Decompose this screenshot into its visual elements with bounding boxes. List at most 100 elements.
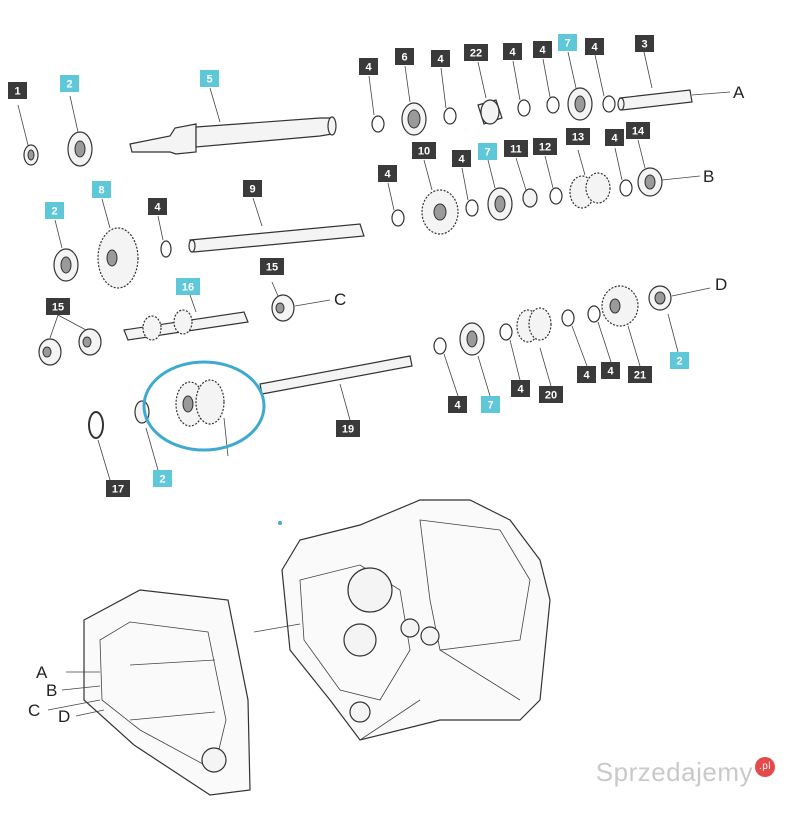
part-17-circlip xyxy=(88,411,111,481)
svg-text:7: 7 xyxy=(564,38,570,50)
svg-text:4: 4 xyxy=(607,366,614,378)
svg-text:20: 20 xyxy=(545,390,557,402)
ref-letter-d-housing: D xyxy=(58,707,70,726)
svg-text:9: 9 xyxy=(249,184,255,196)
svg-text:7: 7 xyxy=(484,147,490,159)
svg-text:5: 5 xyxy=(206,74,212,86)
callout-9: 9 xyxy=(243,180,262,197)
part-7-bearing xyxy=(487,159,513,221)
callout-2: 2 xyxy=(45,202,64,219)
svg-text:15: 15 xyxy=(266,262,278,274)
part-4-circlip xyxy=(368,75,385,133)
housing-main xyxy=(253,499,551,741)
callout-7: 7 xyxy=(481,396,500,413)
callout-20: 20 xyxy=(539,386,563,403)
part-1-bushing xyxy=(17,104,39,166)
callout-4: 4 xyxy=(448,396,467,413)
callout-14: 14 xyxy=(626,122,650,139)
svg-text:12: 12 xyxy=(539,142,551,154)
part-15-bushing xyxy=(271,281,331,322)
part-14-bearing xyxy=(637,139,701,197)
part-10-gear xyxy=(421,159,459,235)
svg-text:10: 10 xyxy=(418,146,430,158)
part-4-circlip xyxy=(542,58,560,114)
part-16-reverse-shaft xyxy=(123,294,249,341)
part-15-bushing-pair xyxy=(38,314,102,366)
svg-text:16: 16 xyxy=(182,282,194,294)
part-4-circlip xyxy=(614,147,633,197)
callout-2: 2 xyxy=(153,470,172,487)
callout-4: 4 xyxy=(359,58,378,75)
part-22-sleeve xyxy=(477,61,503,125)
callout-2: 2 xyxy=(60,75,79,92)
ref-letter-a-housing: A xyxy=(36,663,48,682)
svg-text:4: 4 xyxy=(384,169,391,181)
callout-4: 4 xyxy=(148,198,167,215)
part-4-circlip xyxy=(433,337,459,397)
callout-4: 4 xyxy=(431,50,450,67)
svg-text:4: 4 xyxy=(458,154,465,166)
svg-text:3: 3 xyxy=(641,39,647,51)
part-13-gear xyxy=(569,149,611,209)
callout-7: 7 xyxy=(558,34,577,51)
callout-15: 15 xyxy=(46,298,70,315)
highlight-ring xyxy=(142,360,266,452)
callout-17: 17 xyxy=(106,480,130,497)
part-2-bearing xyxy=(648,285,711,353)
ref-letter-b-housing: B xyxy=(46,681,57,700)
ref-letter-d: D xyxy=(715,275,727,294)
part-4-circlip xyxy=(440,67,457,125)
svg-text:2: 2 xyxy=(51,206,57,218)
part-6-bearing xyxy=(401,65,427,136)
part-3-output-shaft xyxy=(617,51,731,111)
part-7-bearing xyxy=(567,51,593,121)
svg-text:2: 2 xyxy=(66,79,72,91)
ref-letter-c: C xyxy=(334,290,346,309)
part-2-bearing xyxy=(53,219,79,282)
part-8-gear xyxy=(97,198,139,289)
svg-text:4: 4 xyxy=(539,45,546,57)
part-4-circlip xyxy=(157,215,172,258)
part-4-circlip xyxy=(512,60,531,117)
svg-text:17: 17 xyxy=(112,484,124,496)
svg-text:22: 22 xyxy=(470,48,482,60)
part-5-input-shaft xyxy=(129,87,337,155)
svg-text:13: 13 xyxy=(572,132,584,144)
callout-4: 4 xyxy=(585,38,604,55)
ref-letter-a: A xyxy=(733,83,745,102)
svg-text:1: 1 xyxy=(14,86,20,98)
svg-text:4: 4 xyxy=(583,370,590,382)
part-9-countershaft xyxy=(188,197,365,253)
callout-4: 4 xyxy=(511,380,530,397)
callout-6: 6 xyxy=(395,48,414,65)
callout-2: 2 xyxy=(670,352,689,369)
callout-4: 4 xyxy=(452,150,471,167)
svg-text:6: 6 xyxy=(401,52,407,64)
watermark: Sprzedajemy.pl xyxy=(596,757,775,788)
callout-13: 13 xyxy=(566,128,590,145)
svg-text:4: 4 xyxy=(611,133,618,145)
part-4-circlip xyxy=(461,167,479,217)
callout-16: 16 xyxy=(176,278,200,295)
ref-letter-c-housing: C xyxy=(28,701,40,720)
svg-text:19: 19 xyxy=(342,424,354,436)
callout-4: 4 xyxy=(601,362,620,379)
part-7-bearing xyxy=(459,322,491,397)
part-20-gear xyxy=(516,307,552,387)
watermark-suffix: .pl xyxy=(755,757,775,777)
callout-21: 21 xyxy=(628,366,652,383)
callout-7: 7 xyxy=(478,143,497,160)
svg-text:21: 21 xyxy=(634,370,646,382)
part-19-main-shaft xyxy=(175,355,413,457)
svg-text:4: 4 xyxy=(365,62,372,74)
svg-text:4: 4 xyxy=(591,42,598,54)
svg-text:11: 11 xyxy=(510,144,522,156)
part-2-bearing xyxy=(134,400,159,471)
part-4-circlip xyxy=(499,323,521,381)
callout-4: 4 xyxy=(533,41,552,58)
svg-text:4: 4 xyxy=(509,47,516,59)
svg-text:15: 15 xyxy=(52,302,64,314)
svg-text:4: 4 xyxy=(517,384,524,396)
svg-text:4: 4 xyxy=(437,54,444,66)
callout-4: 4 xyxy=(605,129,624,146)
